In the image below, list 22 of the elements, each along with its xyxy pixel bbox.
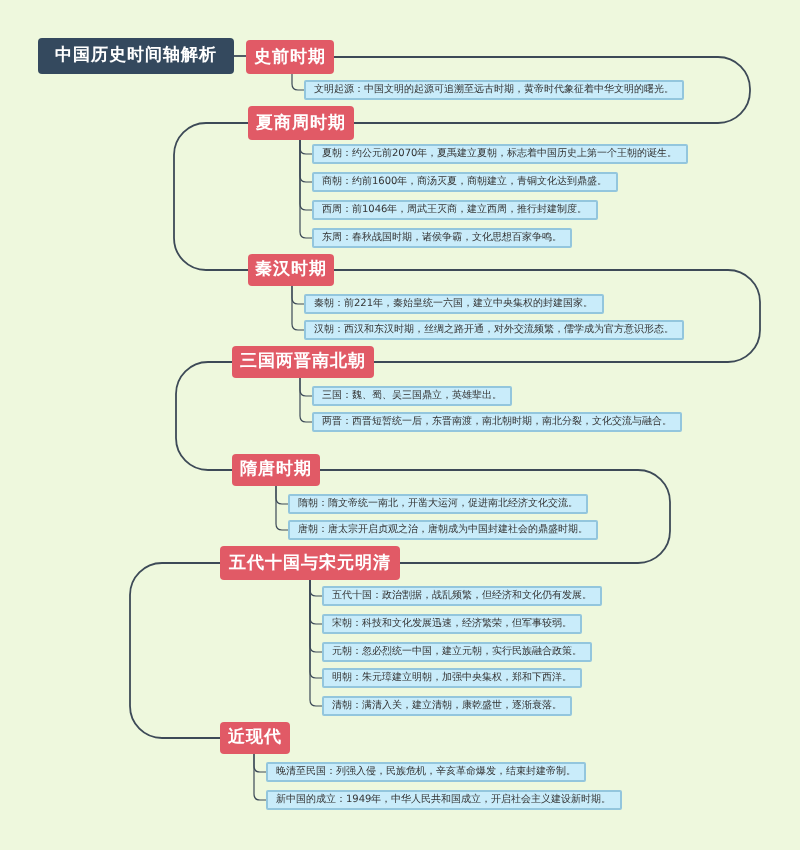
period-box: 近现代 [220, 722, 290, 754]
connector-line [291, 285, 305, 331]
connector-line [291, 73, 305, 91]
period-box: 秦汉时期 [248, 254, 334, 286]
connector-line [319, 469, 671, 564]
connector-line [175, 361, 233, 471]
title-box: 中国历史时间轴解析 [38, 38, 234, 74]
connector-line [173, 122, 249, 271]
connector-line [333, 269, 761, 363]
period-box: 史前时期 [246, 40, 334, 74]
period-box: 三国两晋南北朝 [232, 346, 374, 378]
connector-line [129, 562, 221, 739]
period-box: 隋唐时期 [232, 454, 320, 486]
connector-line [309, 579, 323, 707]
connector-line [299, 139, 313, 239]
connector-line [333, 56, 751, 124]
connector-line [253, 753, 267, 801]
connector-line [299, 377, 313, 423]
period-box: 夏商周时期 [248, 106, 354, 140]
period-box: 五代十国与宋元明清 [220, 546, 400, 580]
connector-line [275, 485, 289, 531]
connector-line [233, 55, 247, 57]
